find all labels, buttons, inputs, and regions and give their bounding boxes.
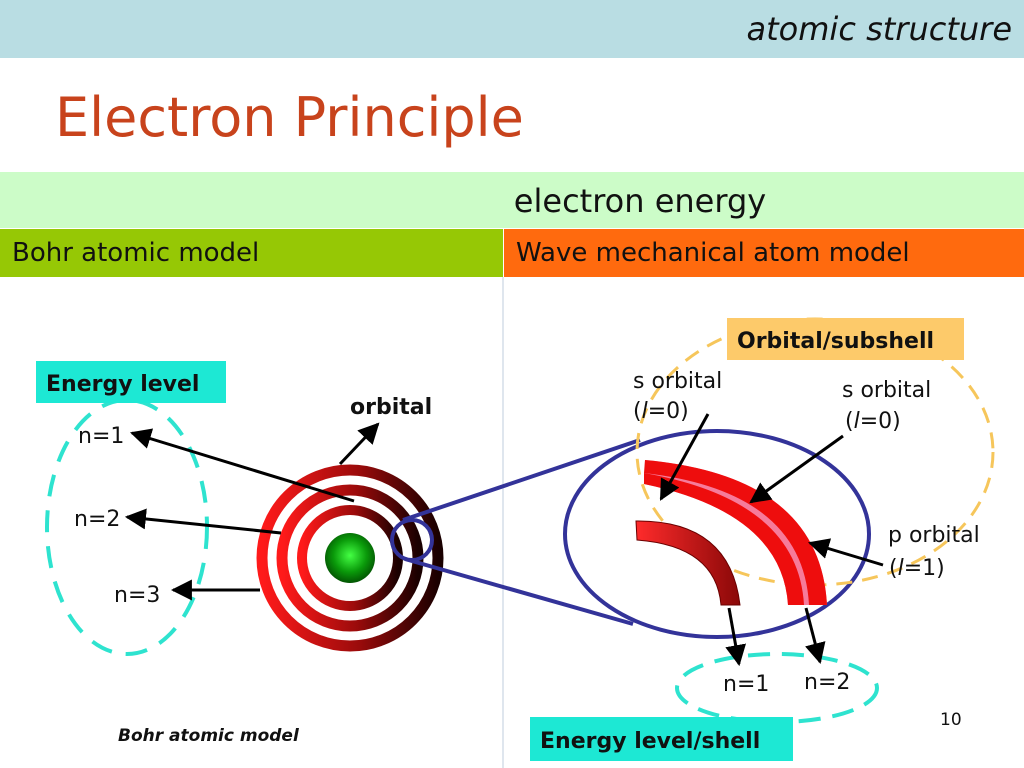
s-orbital-1-arrow (659, 413, 710, 501)
energy-level-ellipse (45, 398, 209, 656)
arrow-level-1 (129, 428, 355, 503)
wave-level-2: n=2 (804, 670, 850, 695)
energy-level-box (36, 361, 226, 403)
bohr-caption: Bohr atomic model (118, 726, 300, 746)
bohr-level-1: n=1 (78, 424, 124, 449)
bohr-level-2: n=2 (74, 507, 120, 532)
shell-1-arc (635, 520, 741, 606)
subtitle-band: electron energy (0, 172, 1024, 228)
page-number: 10 (940, 710, 962, 730)
subtitle: electron energy (513, 182, 767, 220)
energy-level-label: Energy level (46, 372, 199, 397)
zoom-line-top (402, 438, 641, 522)
orbital-arrow (338, 422, 380, 466)
top-bar: atomic structure (0, 0, 1024, 58)
wave-level-1-arrow (725, 607, 747, 667)
zoom-ellipse (563, 429, 871, 639)
right-column-header: Wave mechanical atom model (504, 229, 1024, 277)
shell-2-outer-arc (644, 460, 827, 605)
p-orbital-label: p orbital (l=1) (888, 523, 987, 581)
slide-topic: atomic structure (746, 10, 1012, 48)
wave-level-2-arrow (804, 607, 826, 665)
arrow-level-2 (124, 508, 282, 535)
left-column-header: Bohr atomic model (0, 229, 503, 277)
orbital-label: orbital (350, 395, 432, 420)
s-orbital-2-arrow (749, 434, 844, 504)
bohr-level-3: n=3 (114, 583, 160, 608)
nucleus (325, 533, 375, 583)
subshell-box (727, 318, 964, 360)
zoom-line-bottom (404, 557, 634, 626)
subshell-label: Orbital/subshell (737, 329, 934, 354)
shell-label: Energy level/shell (540, 729, 760, 754)
s-orbital-1-label: s orbital (l=0) (633, 369, 729, 424)
slide-title: Electron Principle (55, 86, 524, 149)
p-orbital-arrow (807, 538, 884, 567)
wave-level-1: n=1 (723, 672, 769, 697)
s-orbital-2-label: s orbital (l=0) (842, 378, 938, 434)
shell-box (530, 717, 793, 761)
